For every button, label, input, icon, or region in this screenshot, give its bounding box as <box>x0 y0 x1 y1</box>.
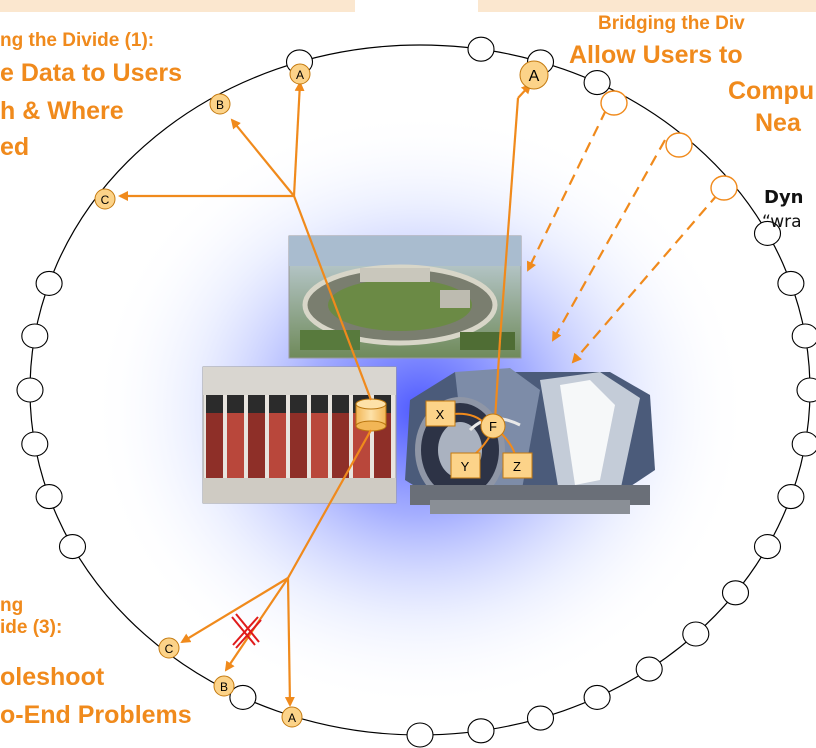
top-right-banner <box>478 0 816 12</box>
node-a-bottom-label: A <box>288 711 296 725</box>
server-rack <box>206 395 223 479</box>
ring-node <box>21 431 49 457</box>
ring-node <box>467 36 495 62</box>
top-left-banner <box>0 0 355 12</box>
side-note-title: Dyn <box>764 187 804 208</box>
ring-node <box>583 70 611 96</box>
ring-node <box>583 684 611 710</box>
ring-node <box>467 718 495 744</box>
compute-site-nodes <box>600 90 738 201</box>
server-rack <box>332 395 349 479</box>
supercomputer-photo <box>202 366 397 504</box>
heading-1-line-3: ed <box>0 133 30 161</box>
side-note-text: “wra <box>762 212 802 232</box>
ring-node <box>777 484 805 510</box>
accelerator-photo <box>288 235 522 359</box>
node-b-top: B <box>209 93 231 115</box>
detector-box-z: Z <box>502 452 533 479</box>
server-rack-top <box>248 395 265 413</box>
server-rack-top <box>227 395 244 413</box>
ring-node <box>682 621 710 647</box>
ring-node <box>35 484 63 510</box>
server-rack <box>248 395 265 479</box>
node-b-top-label: B <box>216 98 224 112</box>
ring-node <box>721 580 750 606</box>
heading-1-line-1: e Data to Users <box>0 59 183 87</box>
server-rack <box>227 395 244 479</box>
data-store-icon <box>355 398 387 432</box>
server-rack-top <box>311 395 328 413</box>
ring-node <box>21 323 49 349</box>
heading-3-line-2: ide (3): <box>0 617 63 638</box>
heading-1-subtitle: ng the Divide (1): <box>0 30 155 51</box>
heading-2-line-2: Compu <box>728 77 815 105</box>
ring-node <box>526 705 555 731</box>
server-rack <box>311 395 328 479</box>
server-rack-top <box>332 395 349 413</box>
node-c-top-label: C <box>101 193 110 207</box>
detector-box-y: Y <box>450 452 481 479</box>
detector-node-f-label: F <box>489 419 497 434</box>
detector-box-z-label: Z <box>513 459 521 474</box>
server-rack-top <box>206 395 223 413</box>
node-c-top: C <box>94 188 116 210</box>
server-rack <box>269 395 286 479</box>
ring-node <box>791 431 816 457</box>
detector-box-x: X <box>425 400 456 427</box>
detector-node-f: F <box>480 413 506 439</box>
ring-node <box>35 270 63 296</box>
data-delivery-arrows <box>118 81 532 707</box>
node-a-top-small-label: A <box>296 68 304 82</box>
node-a-top-small: A <box>289 63 311 85</box>
ring-node <box>753 534 782 560</box>
ring-node <box>16 377 44 403</box>
ring-node <box>58 534 87 560</box>
heading-2-line-3: Nea <box>755 109 801 137</box>
ring-node <box>753 220 782 246</box>
node-a-bottom: A <box>281 706 303 728</box>
server-rack-top <box>269 395 286 413</box>
node-a-top-center-label: A <box>529 68 540 85</box>
server-rack-top <box>290 395 307 413</box>
server-rack <box>290 395 307 479</box>
heading-2-subtitle: Bridging the Div <box>598 13 745 34</box>
ring-node <box>777 270 805 296</box>
ring-nodes <box>16 36 816 748</box>
ring-node <box>406 722 434 748</box>
node-b-bottom-label: B <box>220 680 228 694</box>
detector-image <box>405 368 655 514</box>
heading-2-line-1: Allow Users to <box>569 41 743 69</box>
heading-1-line-2: h & Where <box>0 97 124 125</box>
ring-node <box>635 656 663 682</box>
heading-3-line-3: oleshoot <box>0 663 105 691</box>
ring-node <box>796 377 816 403</box>
node-a-top-center: A <box>519 60 549 90</box>
heading-3-line-1: ng <box>0 595 24 616</box>
compute-dashed-arrows <box>527 109 719 364</box>
node-b-bottom: B <box>213 675 235 697</box>
failure-cross <box>231 613 262 649</box>
node-c-bottom: C <box>158 637 180 659</box>
ring-node <box>791 323 816 349</box>
node-c-bottom-label: C <box>165 642 174 656</box>
ring-node <box>229 684 257 710</box>
detector-box-x-label: X <box>436 407 445 422</box>
heading-3-line-4: o-End Problems <box>0 701 192 729</box>
detector-box-y-label: Y <box>461 459 470 474</box>
